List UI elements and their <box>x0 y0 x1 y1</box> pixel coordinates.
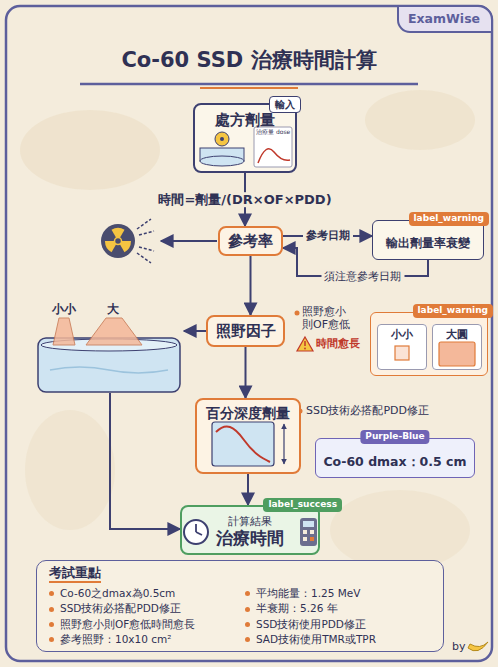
warning-panel: label_warning小小大圓 <box>370 312 488 376</box>
node-text: 處方劑量 <box>215 111 275 130</box>
status-tag: label_success <box>263 498 342 512</box>
status-tag: 輸入 <box>269 96 301 113</box>
info-box: Purple-BlueCo-60 dmax：0.5 cm <box>315 438 475 478</box>
layout-arrow <box>184 330 207 332</box>
node-text: 計算結果 <box>228 515 272 529</box>
bullet-dot <box>245 607 250 612</box>
bullet-dot <box>245 622 250 627</box>
title-underline <box>80 84 418 88</box>
bullet-dot <box>49 637 54 642</box>
key-points-panel: 考試重點 Co-60之dmax為0.5cmSSD技術必搭配PDD修正照野愈小則OF… <box>36 560 444 652</box>
key-point-text: 照野愈小則OF愈低時間愈長 <box>60 617 195 632</box>
status-tag: label_warning <box>409 212 489 226</box>
node-text: 百分深度劑量 <box>206 405 290 423</box>
brand-label: ExamWise <box>408 11 480 26</box>
cone-label: 小小 <box>52 302 76 316</box>
result-illustration <box>180 505 320 555</box>
panel-heading: 考試重點 <box>49 565 101 583</box>
field-size-illustration <box>38 318 180 392</box>
key-point: SSD技術使用PDD修正 <box>245 617 431 632</box>
key-point-text: SSD技術使用PDD修正 <box>256 617 366 632</box>
node-text: Co-60 dmax：0.5 cm <box>323 454 466 470</box>
cone-label: 大 <box>107 302 119 316</box>
key-point: SAD技術使用TMR或TPR <box>245 632 431 647</box>
key-points-grid: Co-60之dmax為0.5cmSSD技術必搭配PDD修正照野愈小則OF愈低時間… <box>49 586 431 647</box>
warning-box: label_warning輸出劑量率衰變 <box>372 220 484 260</box>
node-text: 大圓 <box>446 328 468 342</box>
page-frame <box>6 6 492 661</box>
note-text: 照野愈小則OF愈低 <box>302 305 352 331</box>
pdd-illustration <box>195 398 301 474</box>
layout-arrow <box>110 393 180 529</box>
key-point-text: 半衰期：5.26 年 <box>256 601 338 616</box>
node-text: 治療時間 <box>216 528 284 549</box>
key-point: 平均能量：1.25 MeV <box>245 586 431 601</box>
key-point: 參考照野：10x10 cm² <box>49 632 235 647</box>
process-box: 百分深度劑量 <box>195 398 301 474</box>
key-point-text: SSD技術必搭配PDD修正 <box>60 601 181 616</box>
flow-arrow <box>250 256 252 315</box>
bullet-dot <box>245 591 250 596</box>
node-text: 參考率 <box>228 232 273 251</box>
process-box: 照野因子 <box>206 315 285 347</box>
key-point: 半衰期：5.26 年 <box>245 601 431 616</box>
process-box: 參考率 <box>218 226 283 256</box>
edge-label: 時間=劑量/(DR×OF×PDD) <box>155 192 334 208</box>
dose-illustration <box>193 103 297 173</box>
page-title: Co-60 SSD 治療時間計算 <box>0 46 498 74</box>
banana-icon <box>468 642 488 651</box>
status-tag: label_warning <box>413 304 493 318</box>
warning-icon <box>297 337 313 351</box>
edge-label: 參考日期 <box>303 229 353 242</box>
signature: by <box>452 640 466 653</box>
key-point: SSD技術必搭配PDD修正 <box>49 601 235 616</box>
flow-arrow <box>245 347 247 398</box>
flow-arrow <box>247 474 249 505</box>
key-point-text: Co-60之dmax為0.5cm <box>60 586 175 601</box>
node-text: 小小 <box>391 328 413 342</box>
bullet-dot <box>49 622 54 627</box>
key-point-text: SAD技術使用TMR或TPR <box>256 632 376 647</box>
chart-caption: 治療量 dose <box>256 128 292 135</box>
note-text: SSD技術必搭配PDD修正 <box>306 404 429 417</box>
layout-arrow <box>161 240 217 242</box>
bullet-dot <box>245 637 250 642</box>
node-text: 照野因子 <box>216 322 276 341</box>
radiation-source-icon <box>101 219 154 263</box>
status-tag: Purple-Blue <box>360 430 429 444</box>
result-box: label_success計算結果治療時間 <box>180 505 320 555</box>
key-point: 照野愈小則OF愈低時間愈長 <box>49 617 235 632</box>
key-point-text: 平均能量：1.25 MeV <box>256 586 360 601</box>
brand-tab <box>398 6 492 32</box>
edge-label: 須注意參考日期 <box>321 270 404 283</box>
input-box: 輸入處方劑量 <box>193 103 297 173</box>
field-square: 小小 <box>377 324 427 370</box>
field-compare-illustration <box>370 312 488 376</box>
field-square: 大圓 <box>432 324 482 370</box>
bullet-dot <box>49 591 54 596</box>
bullet-dot <box>49 607 54 612</box>
node-text: 輸出劑量率衰變 <box>386 236 470 250</box>
key-point-text: 參考照野：10x10 cm² <box>60 632 171 647</box>
warning-text: 時間愈長 <box>316 337 360 350</box>
key-point: Co-60之dmax為0.5cm <box>49 586 235 601</box>
